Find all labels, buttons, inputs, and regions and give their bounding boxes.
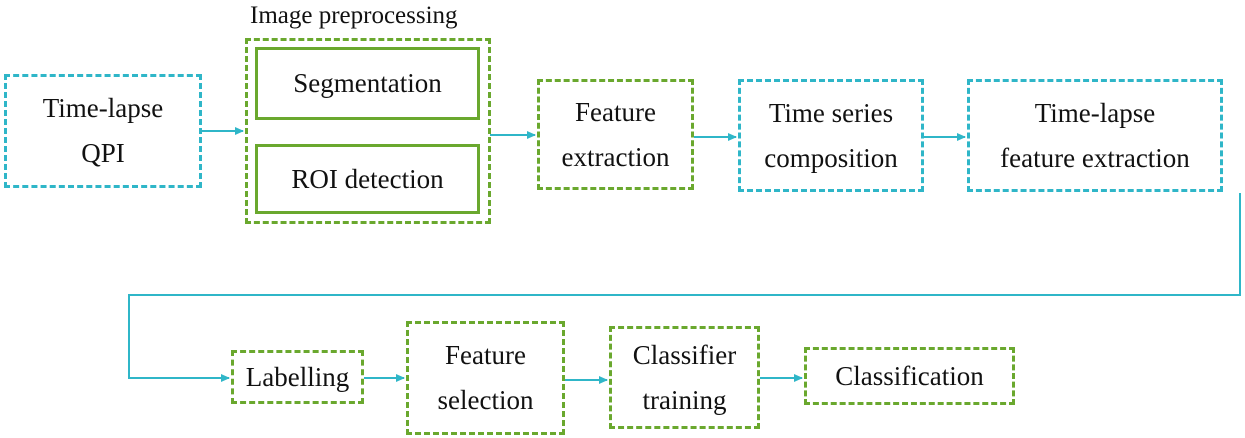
classification-label: Classification [835, 360, 984, 391]
classifier-training-line-2: training [642, 384, 727, 415]
roi-detection-box: ROI detection [255, 144, 480, 214]
feature-extraction-box: Feature extraction [537, 79, 694, 190]
classifier-training-box: Classifier training [609, 326, 760, 429]
classifier-training-line-1: Classifier [632, 339, 737, 370]
classification-box: Classification [804, 347, 1015, 405]
time-lapse-qpi-box: Time-lapse QPI [4, 74, 202, 188]
segmentation-box: Segmentation [255, 47, 480, 120]
time-lapse-feature-extraction-box: Time-lapse feature extraction [967, 79, 1223, 192]
time-series-composition-line-2: composition [764, 142, 898, 173]
time-lapse-feature-extraction-line-2: feature extraction [1000, 142, 1190, 173]
roi-detection-label: ROI detection [291, 163, 444, 194]
image-preprocessing-title: Image preprocessing [250, 2, 458, 29]
feature-extraction-line-2: extraction [561, 141, 670, 172]
image-preprocessing-group [245, 38, 491, 224]
arrow-wrap-to-labelling [128, 193, 1241, 382]
labelling-label: Labelling [245, 361, 350, 392]
time-lapse-qpi-line-1: Time-lapse [42, 93, 164, 123]
feature-extraction-line-1: Feature [575, 96, 656, 127]
feature-selection-line-1: Feature [445, 340, 526, 370]
labelling-box: Labelling [231, 350, 364, 404]
time-series-composition-line-1: Time series [768, 97, 894, 128]
segmentation-label: Segmentation [293, 68, 442, 98]
feature-selection-line-2: selection [437, 385, 534, 415]
feature-selection-box: Feature selection [406, 321, 565, 435]
time-series-composition-box: Time series composition [738, 79, 924, 192]
time-lapse-qpi-line-2: QPI [81, 138, 125, 168]
time-lapse-feature-extraction-line-1: Time-lapse [1034, 97, 1156, 128]
